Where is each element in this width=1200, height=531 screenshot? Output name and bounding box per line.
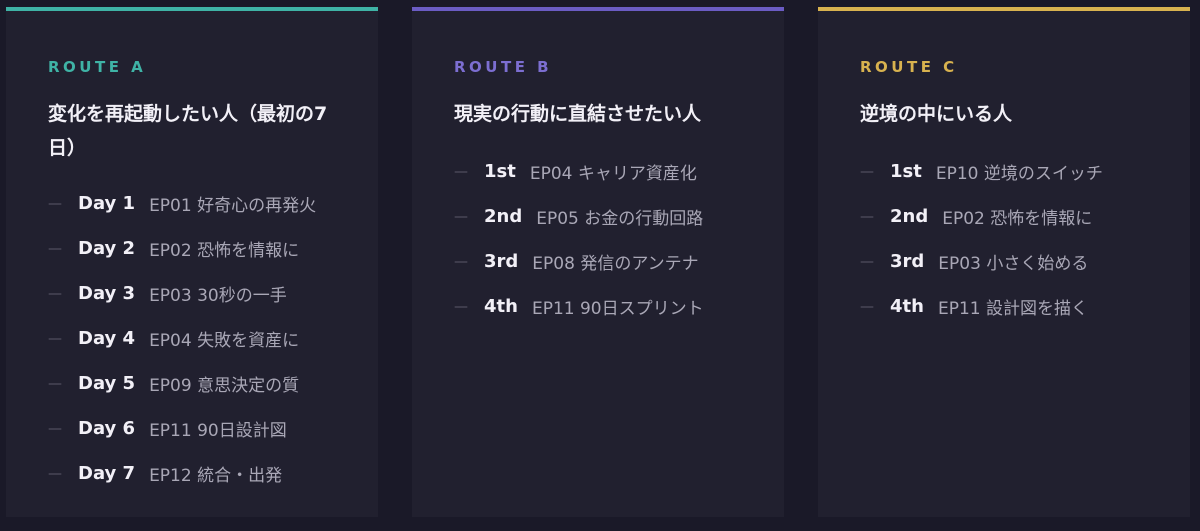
- route-b-item: — 4th EP11 90日スプリント: [454, 284, 774, 329]
- route-b-accent-bar: [412, 7, 784, 11]
- route-b-list: — 1st EP04 キャリア資産化 — 2nd EP05 お金の行動回路 — …: [454, 149, 774, 329]
- dash-icon: —: [48, 195, 62, 212]
- route-c-item-episode: EP10 逆境のスイッチ: [935, 164, 1103, 184]
- dash-icon: —: [860, 298, 874, 315]
- dash-icon: —: [48, 330, 62, 347]
- route-a-item: — Day 5 EP09 意思決定の質: [48, 361, 368, 406]
- route-a-item-episode: EP02 恐怖を情報に: [149, 241, 300, 261]
- route-b-item-episode: EP08 発信のアンテナ: [532, 254, 699, 274]
- route-a-item: — Day 3 EP03 30秒の一手: [48, 271, 368, 316]
- route-card-b: ROUTE B 現実の行動に直結させたい人 — 1st EP04 キャリア資産化…: [412, 7, 784, 517]
- route-a-item: — Day 6 EP11 90日設計図: [48, 406, 368, 451]
- dash-icon: —: [48, 420, 62, 437]
- route-c-item-episode: EP11 設計図を描く: [937, 299, 1088, 319]
- route-card-c: ROUTE C 逆境の中にいる人 — 1st EP10 逆境のスイッチ — 2n…: [818, 7, 1190, 517]
- route-a-item: — Day 4 EP04 失敗を資産に: [48, 316, 368, 361]
- route-c-title: 逆境の中にいる人: [860, 103, 1013, 125]
- dash-icon: —: [860, 253, 874, 270]
- route-a-item-step: Day 6: [78, 418, 136, 439]
- route-a-item-episode: EP04 失敗を資産に: [149, 331, 300, 351]
- route-b-item-step: 2nd: [484, 206, 523, 227]
- route-b-item-step: 4th: [484, 296, 518, 317]
- route-a-item-step: Day 4: [78, 328, 136, 349]
- route-b-item-episode: EP05 お金の行動回路: [536, 209, 704, 229]
- route-c-item-episode: EP02 恐怖を情報に: [942, 209, 1093, 229]
- route-a-item-episode: EP03 30秒の一手: [149, 286, 287, 306]
- route-b-title: 現実の行動に直結させたい人: [454, 103, 702, 125]
- route-a-item-episode: EP01 好奇心の再発火: [149, 196, 317, 216]
- route-a-item-step: Day 7: [78, 463, 136, 484]
- route-c-item: — 1st EP10 逆境のスイッチ: [860, 149, 1180, 194]
- route-a-item-step: Day 3: [78, 283, 136, 304]
- route-b-item: — 1st EP04 キャリア資産化: [454, 149, 774, 194]
- dash-icon: —: [48, 240, 62, 257]
- route-card-a: ROUTE A 変化を再起動したい人（最初の7日） — Day 1 EP01 好…: [6, 7, 378, 517]
- route-c-list: — 1st EP10 逆境のスイッチ — 2nd EP02 恐怖を情報に — 3…: [860, 149, 1180, 329]
- dash-icon: —: [454, 163, 468, 180]
- route-b-item-episode: EP04 キャリア資産化: [529, 164, 697, 184]
- route-a-item-episode: EP12 統合・出発: [149, 466, 283, 486]
- route-a-item-step: Day 2: [78, 238, 136, 259]
- route-a-accent-bar: [6, 7, 378, 11]
- route-a-item: — Day 2 EP02 恐怖を情報に: [48, 226, 368, 271]
- route-b-item: — 3rd EP08 発信のアンテナ: [454, 239, 774, 284]
- route-a-item: — Day 7 EP12 統合・出発: [48, 451, 368, 496]
- route-c-item-step: 2nd: [890, 206, 929, 227]
- dash-icon: —: [454, 253, 468, 270]
- route-c-label: ROUTE C: [860, 58, 958, 76]
- dash-icon: —: [860, 208, 874, 225]
- route-c-accent-bar: [818, 7, 1190, 11]
- route-b-item-step: 3rd: [484, 251, 519, 272]
- route-a-item-episode: EP11 90日設計図: [149, 421, 287, 441]
- dash-icon: —: [48, 465, 62, 482]
- route-c-item: — 2nd EP02 恐怖を情報に: [860, 194, 1180, 239]
- dash-icon: —: [454, 208, 468, 225]
- route-c-item-episode: EP03 小さく始める: [938, 254, 1089, 274]
- route-c-item: — 4th EP11 設計図を描く: [860, 284, 1180, 329]
- route-a-label: ROUTE A: [48, 58, 147, 76]
- route-a-item-episode: EP09 意思決定の質: [149, 376, 300, 396]
- route-a-item-step: Day 5: [78, 373, 136, 394]
- route-b-item: — 2nd EP05 お金の行動回路: [454, 194, 774, 239]
- route-b-label: ROUTE B: [454, 58, 553, 76]
- route-c-item-step: 4th: [890, 296, 924, 317]
- dash-icon: —: [48, 375, 62, 392]
- route-b-item-step: 1st: [484, 161, 516, 182]
- route-a-item: — Day 1 EP01 好奇心の再発火: [48, 181, 368, 226]
- route-a-title: 変化を再起動したい人（最初の7日）: [48, 103, 328, 159]
- dash-icon: —: [454, 298, 468, 315]
- dash-icon: —: [48, 285, 62, 302]
- route-a-list: — Day 1 EP01 好奇心の再発火 — Day 2 EP02 恐怖を情報に…: [48, 181, 368, 496]
- route-b-item-episode: EP11 90日スプリント: [531, 299, 704, 319]
- route-c-item-step: 3rd: [890, 251, 925, 272]
- route-c-item: — 3rd EP03 小さく始める: [860, 239, 1180, 284]
- route-c-item-step: 1st: [890, 161, 922, 182]
- dash-icon: —: [860, 163, 874, 180]
- route-a-item-step: Day 1: [78, 193, 136, 214]
